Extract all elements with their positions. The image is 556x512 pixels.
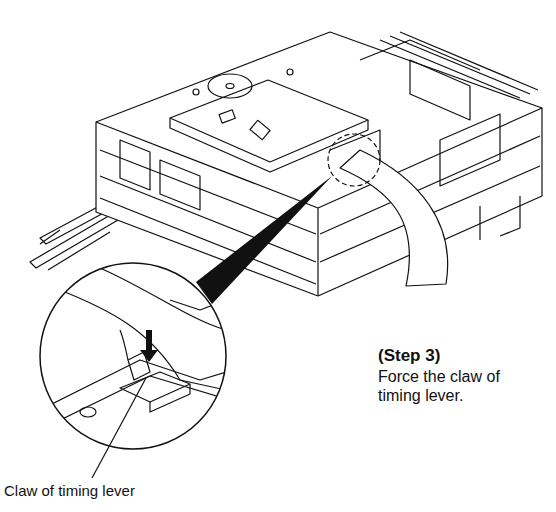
magnifier-wedge [196,176,332,304]
step-instruction: Force the claw of timing lever. [378,367,530,405]
ribbon-cable [340,150,448,286]
step-heading: (Step 3) [378,346,548,366]
detail-marker [328,134,380,186]
mechanism-body [96,32,542,296]
leader-line [92,378,146,478]
detail-view [40,268,230,430]
part-label: Claw of timing lever [4,482,254,500]
detail-circle [40,263,226,449]
push-arrow [140,330,158,362]
